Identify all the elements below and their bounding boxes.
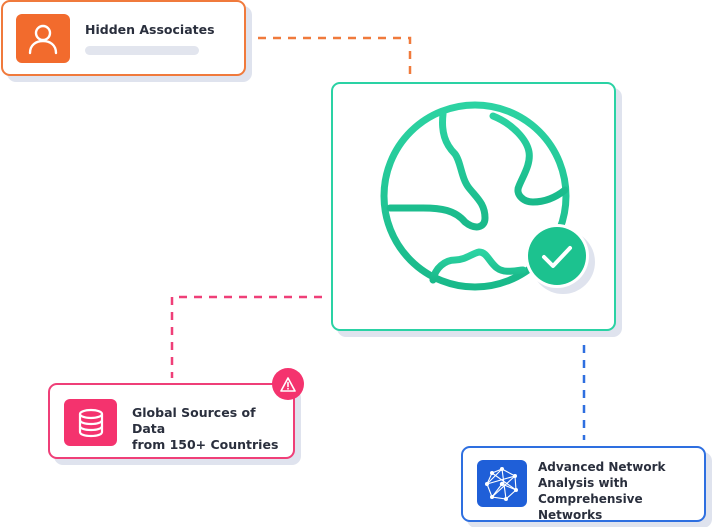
global-sources-title: Global Sources of Data from 150+ Countri… [132, 405, 293, 453]
database-icon [64, 399, 117, 446]
advanced-network-line2: Analysis with [538, 476, 628, 490]
advanced-network-card: Advanced Network Analysis with Comprehen… [461, 446, 706, 522]
advanced-network-line3: Comprehensive Networks [538, 492, 643, 522]
connector-sources [170, 295, 322, 378]
warning-icon [272, 368, 304, 400]
checkmark-icon [525, 224, 595, 294]
global-sources-card: Global Sources of Data from 150+ Countri… [48, 383, 295, 459]
user-icon [16, 14, 70, 63]
placeholder-bar [85, 46, 199, 55]
advanced-network-title: Advanced Network Analysis with Comprehen… [538, 459, 704, 523]
network-graph-icon [477, 460, 527, 507]
global-sources-line2: from 150+ Countries [132, 437, 279, 452]
globe-icon [380, 101, 570, 291]
connector-associates [258, 36, 412, 78]
advanced-network-line1: Advanced Network [538, 460, 666, 474]
globe-card [331, 82, 616, 331]
hidden-associates-title: Hidden Associates [85, 22, 215, 37]
hidden-associates-card: Hidden Associates [1, 0, 246, 76]
global-sources-line1: Global Sources of Data [132, 405, 256, 436]
